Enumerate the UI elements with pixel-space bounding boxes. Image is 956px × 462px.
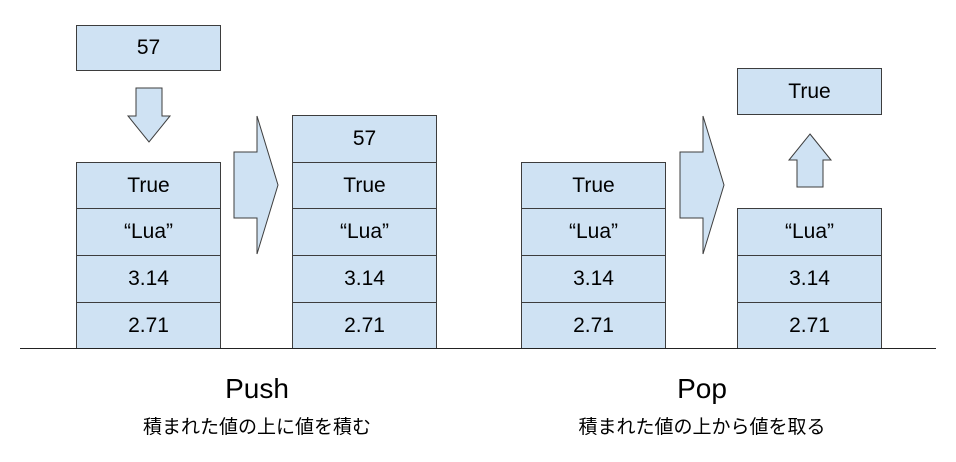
stack-cell: 2.71 [521,302,666,349]
push-title: Push [225,373,289,404]
stack-cell: “Lua” [76,208,221,256]
pop-title: Pop [677,373,727,404]
stack-cell: “Lua” [292,208,437,256]
pop-outgoing-value: True [737,68,882,115]
stack-cell: 2.71 [737,302,882,349]
stack-cell: 3.14 [521,255,666,303]
pop-up-arrow-icon [787,133,833,188]
stack-cell: “Lua” [737,208,882,256]
push-down-arrow-icon [126,87,172,143]
stack-cell: 3.14 [737,255,882,303]
stack-cell: 2.71 [76,302,221,349]
stack-cell: True [521,162,666,209]
push-incoming-value: 57 [76,25,221,71]
stack-cell: 3.14 [76,255,221,303]
baseline [20,348,936,349]
push-right-arrow-icon [233,115,279,255]
stack-cell: True [76,162,221,209]
stack-cell: 2.71 [292,302,437,349]
stack-cell: True [292,162,437,209]
pop-subtitle: 積まれた値の上から値を取る [578,416,826,438]
push-subtitle: 積まれた値の上に値を積む [142,416,371,438]
pop-right-arrow-icon [679,115,725,255]
stack-cell: 57 [292,115,437,163]
stack-cell: 3.14 [292,255,437,303]
stack-cell: “Lua” [521,208,666,256]
